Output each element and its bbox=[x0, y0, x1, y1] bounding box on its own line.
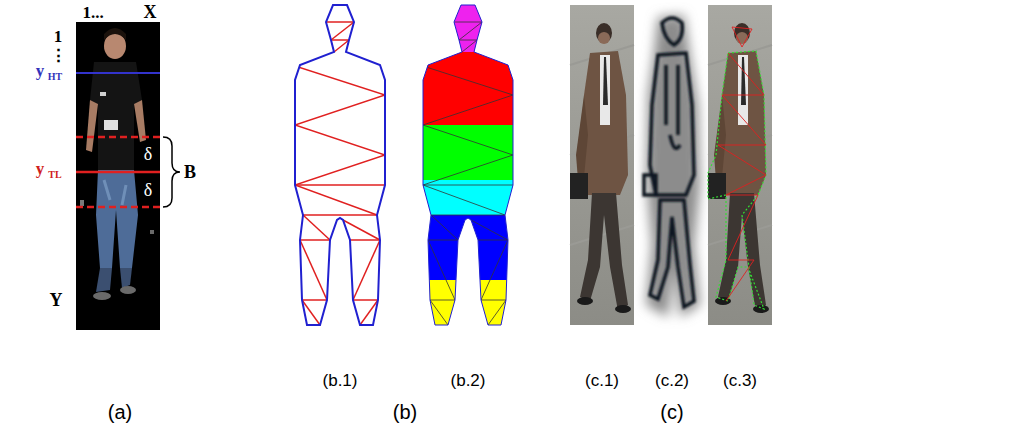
mesh-edge bbox=[423, 185, 513, 186]
mesh-edge bbox=[428, 240, 455, 300]
subpanel-caption: (b.2) bbox=[451, 372, 486, 389]
offset-symbol: δ bbox=[144, 145, 152, 163]
mesh-edge bbox=[423, 66, 513, 95]
photo-with-mesh bbox=[708, 5, 772, 325]
mesh-edge bbox=[350, 239, 380, 241]
panel-caption: (b) bbox=[393, 402, 417, 422]
line-subscript: TL bbox=[48, 170, 61, 180]
axis-name: Y bbox=[50, 291, 63, 309]
offset-symbol: δ bbox=[144, 181, 152, 199]
mesh-edge bbox=[459, 40, 477, 41]
mesh-edge bbox=[353, 299, 378, 301]
mesh-edge bbox=[331, 39, 349, 41]
axis-tick: 1... bbox=[82, 4, 103, 21]
mesh-edge bbox=[423, 155, 513, 185]
axis-tick: 1 bbox=[54, 28, 63, 45]
mesh-edge bbox=[326, 21, 354, 23]
mesh-edge bbox=[423, 185, 505, 215]
mesh-edge bbox=[295, 155, 385, 185]
subpanel-caption: (c.1) bbox=[585, 372, 619, 389]
mesh-edge bbox=[459, 22, 482, 40]
mesh-edge bbox=[303, 214, 377, 216]
mesh-edge bbox=[353, 240, 380, 300]
mesh-edge bbox=[295, 184, 385, 186]
person-image bbox=[76, 22, 160, 330]
body-outline bbox=[423, 5, 513, 325]
mesh-edge bbox=[481, 240, 508, 300]
axis-lines bbox=[76, 73, 160, 207]
mesh-edge bbox=[431, 215, 458, 240]
mesh-edge bbox=[423, 95, 513, 125]
line-subscript: HT bbox=[48, 72, 62, 82]
mesh-edge bbox=[303, 215, 330, 240]
subpanel-caption: (b.1) bbox=[323, 372, 358, 389]
mesh-edge bbox=[478, 240, 508, 241]
mesh-edge bbox=[302, 299, 327, 301]
axis-name: X bbox=[144, 3, 157, 21]
subpanel-caption: (c.2) bbox=[655, 372, 689, 389]
line-name: y bbox=[36, 160, 45, 177]
panel-caption: (c) bbox=[660, 402, 683, 422]
axis-dots: ⋮ bbox=[50, 47, 67, 64]
photo bbox=[570, 5, 634, 325]
subpanel-caption: (c.3) bbox=[723, 372, 757, 389]
mesh-edge bbox=[295, 185, 377, 215]
mesh-lines bbox=[423, 22, 513, 325]
mesh-edge bbox=[295, 125, 385, 155]
body-bands bbox=[420, 0, 520, 330]
band-name: B bbox=[184, 163, 196, 181]
mesh-edge bbox=[295, 66, 385, 95]
brace bbox=[163, 137, 180, 207]
mesh-edge bbox=[430, 300, 455, 301]
panel-caption: (a) bbox=[108, 402, 132, 422]
mesh-lines bbox=[295, 22, 385, 325]
mesh-edge bbox=[300, 239, 330, 241]
mesh-edge bbox=[454, 22, 482, 23]
mesh-edge bbox=[300, 240, 327, 300]
mesh-edge bbox=[295, 95, 385, 125]
body-outline bbox=[295, 5, 385, 325]
mesh-edge bbox=[431, 215, 505, 216]
mesh-edge bbox=[481, 300, 506, 301]
mesh-edge bbox=[428, 240, 458, 241]
line-name: y bbox=[36, 62, 45, 79]
distance-map bbox=[640, 5, 702, 325]
mesh-edge bbox=[423, 125, 513, 155]
